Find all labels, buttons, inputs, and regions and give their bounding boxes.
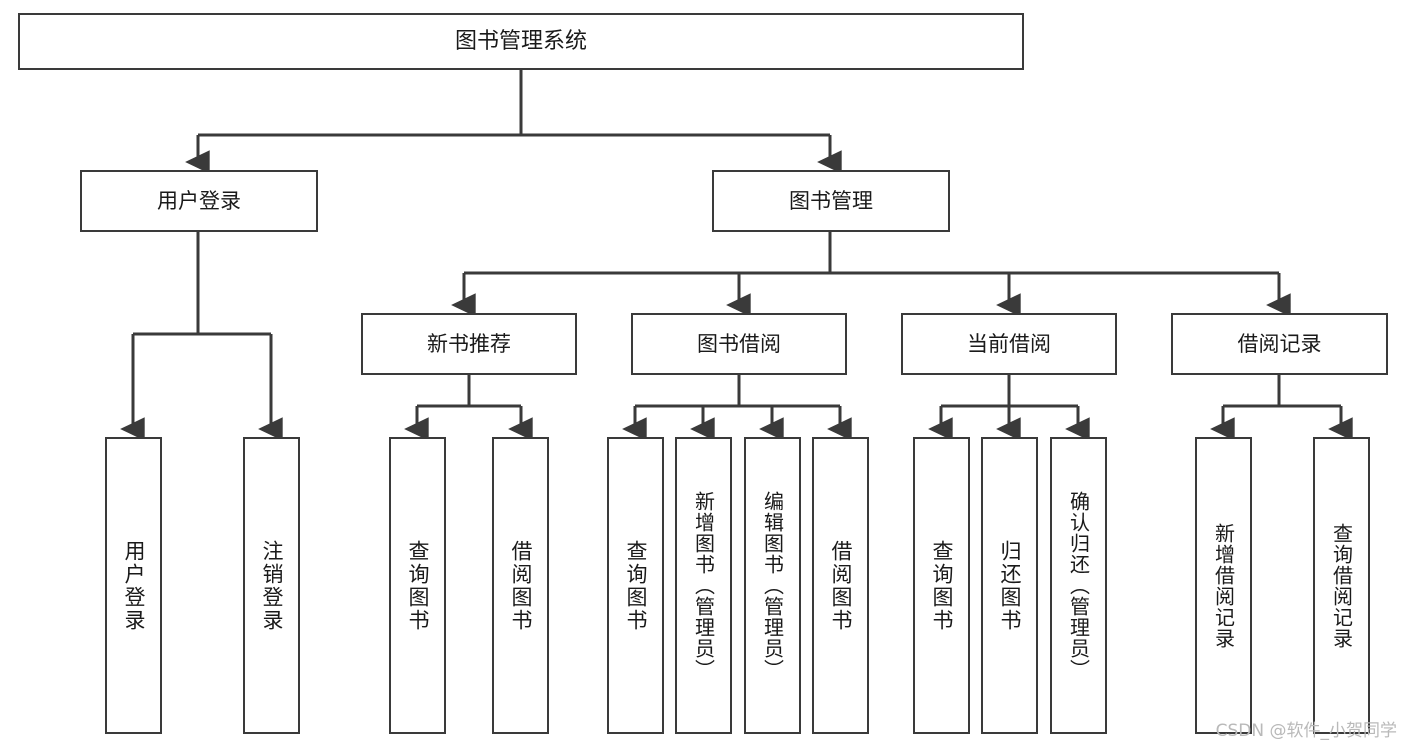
node-leaf-add-record-label: 新增借阅记录 bbox=[1211, 522, 1236, 649]
node-book-manage-label: 图书管理 bbox=[789, 188, 873, 213]
node-book-borrow-label: 图书借阅 bbox=[697, 331, 781, 356]
node-leaf-user-logout[interactable]: 注销登录 bbox=[243, 437, 300, 734]
node-new-book-rec[interactable]: 新书推荐 bbox=[361, 313, 577, 375]
node-leaf-borrow-book-2[interactable]: 借阅图书 bbox=[812, 437, 869, 734]
node-borrow-record-label: 借阅记录 bbox=[1237, 331, 1322, 356]
node-leaf-user-logout-label: 注销登录 bbox=[260, 539, 285, 632]
node-new-book-rec-label: 新书推荐 bbox=[427, 331, 511, 356]
node-leaf-add-record[interactable]: 新增借阅记录 bbox=[1195, 437, 1252, 734]
node-leaf-query-record[interactable]: 查询借阅记录 bbox=[1313, 437, 1370, 734]
node-current-borrow[interactable]: 当前借阅 bbox=[901, 313, 1117, 375]
node-book-borrow[interactable]: 图书借阅 bbox=[631, 313, 847, 375]
node-leaf-user-login-label: 用户登录 bbox=[122, 539, 147, 632]
node-leaf-user-login[interactable]: 用户登录 bbox=[105, 437, 162, 734]
node-leaf-add-book[interactable]: 新增图书（管理员） bbox=[675, 437, 732, 734]
node-root-label: 图书管理系统 bbox=[454, 28, 587, 54]
node-leaf-query-book-1[interactable]: 查询图书 bbox=[389, 437, 446, 734]
node-leaf-query-book-2[interactable]: 查询图书 bbox=[607, 437, 664, 734]
node-leaf-query-record-label: 查询借阅记录 bbox=[1329, 522, 1354, 649]
node-leaf-return-book[interactable]: 归还图书 bbox=[981, 437, 1038, 734]
node-book-manage[interactable]: 图书管理 bbox=[712, 170, 950, 232]
node-leaf-query-book-3[interactable]: 查询图书 bbox=[913, 437, 970, 734]
node-leaf-add-book-label: 新增图书（管理员） bbox=[691, 491, 716, 680]
node-current-borrow-label: 当前借阅 bbox=[967, 331, 1051, 356]
node-borrow-record[interactable]: 借阅记录 bbox=[1171, 313, 1388, 375]
node-leaf-query-book-1-label: 查询图书 bbox=[406, 539, 431, 632]
node-user-login[interactable]: 用户登录 bbox=[80, 170, 318, 232]
node-leaf-query-book-3-label: 查询图书 bbox=[930, 539, 955, 632]
watermark: CSDN @软件_小贺同学 bbox=[1215, 721, 1397, 741]
node-leaf-confirm-return-label: 确认归还（管理员） bbox=[1066, 491, 1091, 680]
node-leaf-edit-book[interactable]: 编辑图书（管理员） bbox=[744, 437, 801, 734]
node-leaf-borrow-book-1-label: 借阅图书 bbox=[509, 539, 534, 632]
node-leaf-borrow-book-1[interactable]: 借阅图书 bbox=[492, 437, 549, 734]
node-leaf-confirm-return[interactable]: 确认归还（管理员） bbox=[1050, 437, 1107, 734]
node-user-login-label: 用户登录 bbox=[157, 188, 241, 213]
node-leaf-return-book-label: 归还图书 bbox=[998, 539, 1023, 632]
node-leaf-query-book-2-label: 查询图书 bbox=[624, 539, 649, 632]
node-leaf-edit-book-label: 编辑图书（管理员） bbox=[760, 491, 785, 680]
node-root[interactable]: 图书管理系统 bbox=[18, 13, 1024, 70]
node-leaf-borrow-book-2-label: 借阅图书 bbox=[829, 539, 854, 632]
